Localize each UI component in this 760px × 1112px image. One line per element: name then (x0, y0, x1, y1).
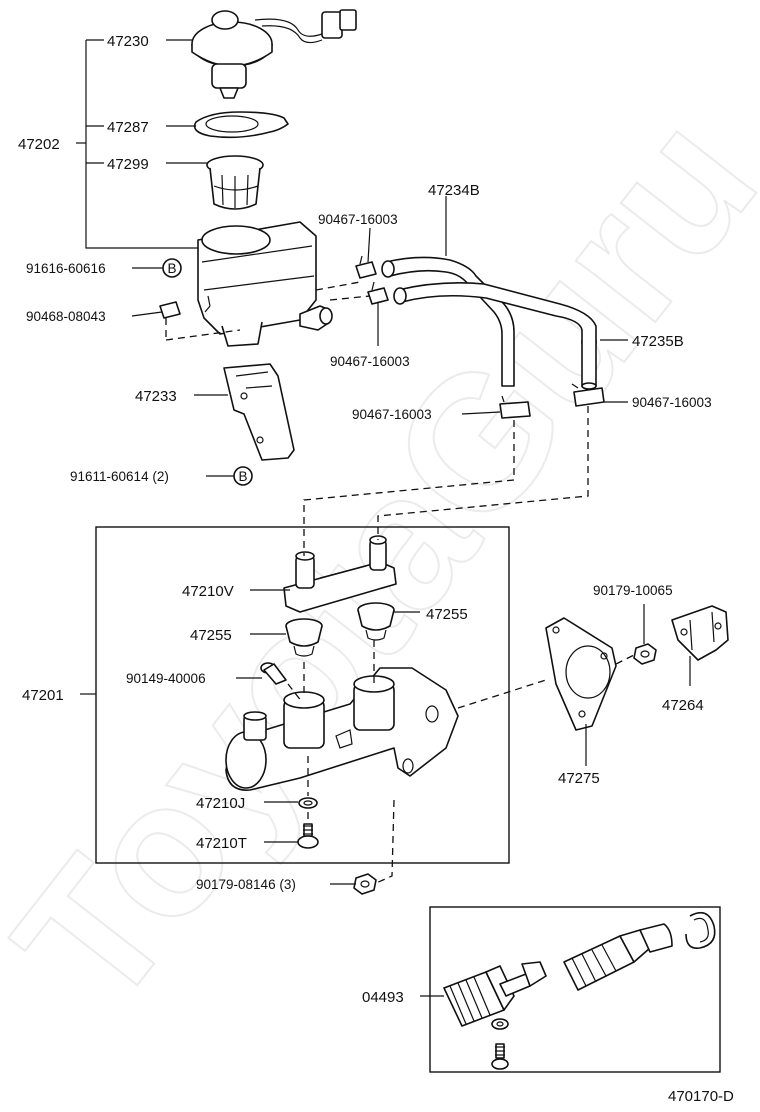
label-47235b: 47235B (632, 333, 684, 350)
label-47210j: 47210J (196, 795, 245, 812)
marker-b-lower: B (233, 466, 253, 486)
label-47201: 47201 (22, 687, 64, 704)
part-labels: 47230 47287 47202 47299 47234B 90467-160… (18, 33, 734, 1105)
label-47275: 47275 (558, 770, 600, 787)
part-47201-master-cylinder-body[interactable] (225, 667, 459, 791)
part-47234b-reservoir-hose[interactable] (381, 256, 597, 387)
leader-lines (76, 39, 691, 997)
part-47233-bracket[interactable] (223, 363, 295, 461)
label-90179-10065: 90179-10065 (593, 583, 673, 598)
part-47210j-seal[interactable] (298, 797, 318, 809)
assembly-47201-box (95, 526, 510, 864)
label-47234b: 47234B (428, 182, 480, 199)
kit-04493-box (429, 906, 721, 1073)
label-90467-upper: 90467-16003 (318, 212, 398, 227)
label-90467-left: 90467-16003 (352, 407, 432, 422)
marker-b-lower-letter: B (238, 469, 247, 484)
clip-90467-upper[interactable] (355, 255, 377, 279)
label-90467-lower: 90467-16003 (330, 354, 410, 369)
label-47210t: 47210T (196, 835, 247, 852)
label-04493: 04493 (362, 989, 404, 1006)
part-brake-fluid-reservoir[interactable] (197, 221, 333, 347)
label-90468: 90468-08043 (26, 309, 106, 324)
label-47299: 47299 (107, 156, 149, 173)
part-90179-08146-nut[interactable] (353, 873, 377, 895)
part-90149-screw[interactable] (260, 662, 287, 685)
alignment-dashes (165, 281, 637, 885)
label-47202: 47202 (18, 136, 60, 153)
diagram-code: 470170-D (668, 1088, 734, 1105)
part-47287-gasket[interactable] (193, 111, 289, 139)
part-47210v-union[interactable] (283, 535, 397, 613)
part-47299-strainer[interactable] (206, 155, 264, 210)
part-47235b-hose[interactable] (581, 340, 597, 390)
label-91616: 91616-60616 (26, 261, 106, 276)
part-47264-bracket[interactable] (671, 605, 729, 661)
label-47230: 47230 (107, 33, 149, 50)
clip-90467-left[interactable] (499, 395, 531, 419)
part-47275-gasket[interactable] (545, 617, 617, 731)
label-47255-right: 47255 (426, 606, 468, 623)
label-90179-08146: 90179-08146 (3) (196, 877, 296, 892)
marker-b-upper: B (162, 258, 182, 278)
label-47264: 47264 (662, 697, 704, 714)
part-90468-clip[interactable] (159, 301, 181, 319)
label-47210v: 47210V (182, 583, 234, 600)
part-90179-10065-nut[interactable] (633, 643, 657, 665)
label-90149: 90149-40006 (126, 671, 206, 686)
label-90467-right: 90467-16003 (632, 395, 712, 410)
label-47255-left: 47255 (190, 627, 232, 644)
part-47255-grommet-left[interactable] (285, 618, 323, 657)
part-47255-grommet-right[interactable] (357, 602, 395, 641)
label-91611: 91611-60614 (2) (70, 469, 169, 484)
label-47287: 47287 (107, 119, 149, 136)
part-04493-piston-kit[interactable] (443, 911, 716, 1070)
label-47233: 47233 (135, 388, 177, 405)
marker-b-upper-letter: B (167, 261, 176, 276)
clip-90467-lower[interactable] (367, 281, 389, 305)
part-47230-reservoir-cap[interactable] (191, 9, 357, 99)
